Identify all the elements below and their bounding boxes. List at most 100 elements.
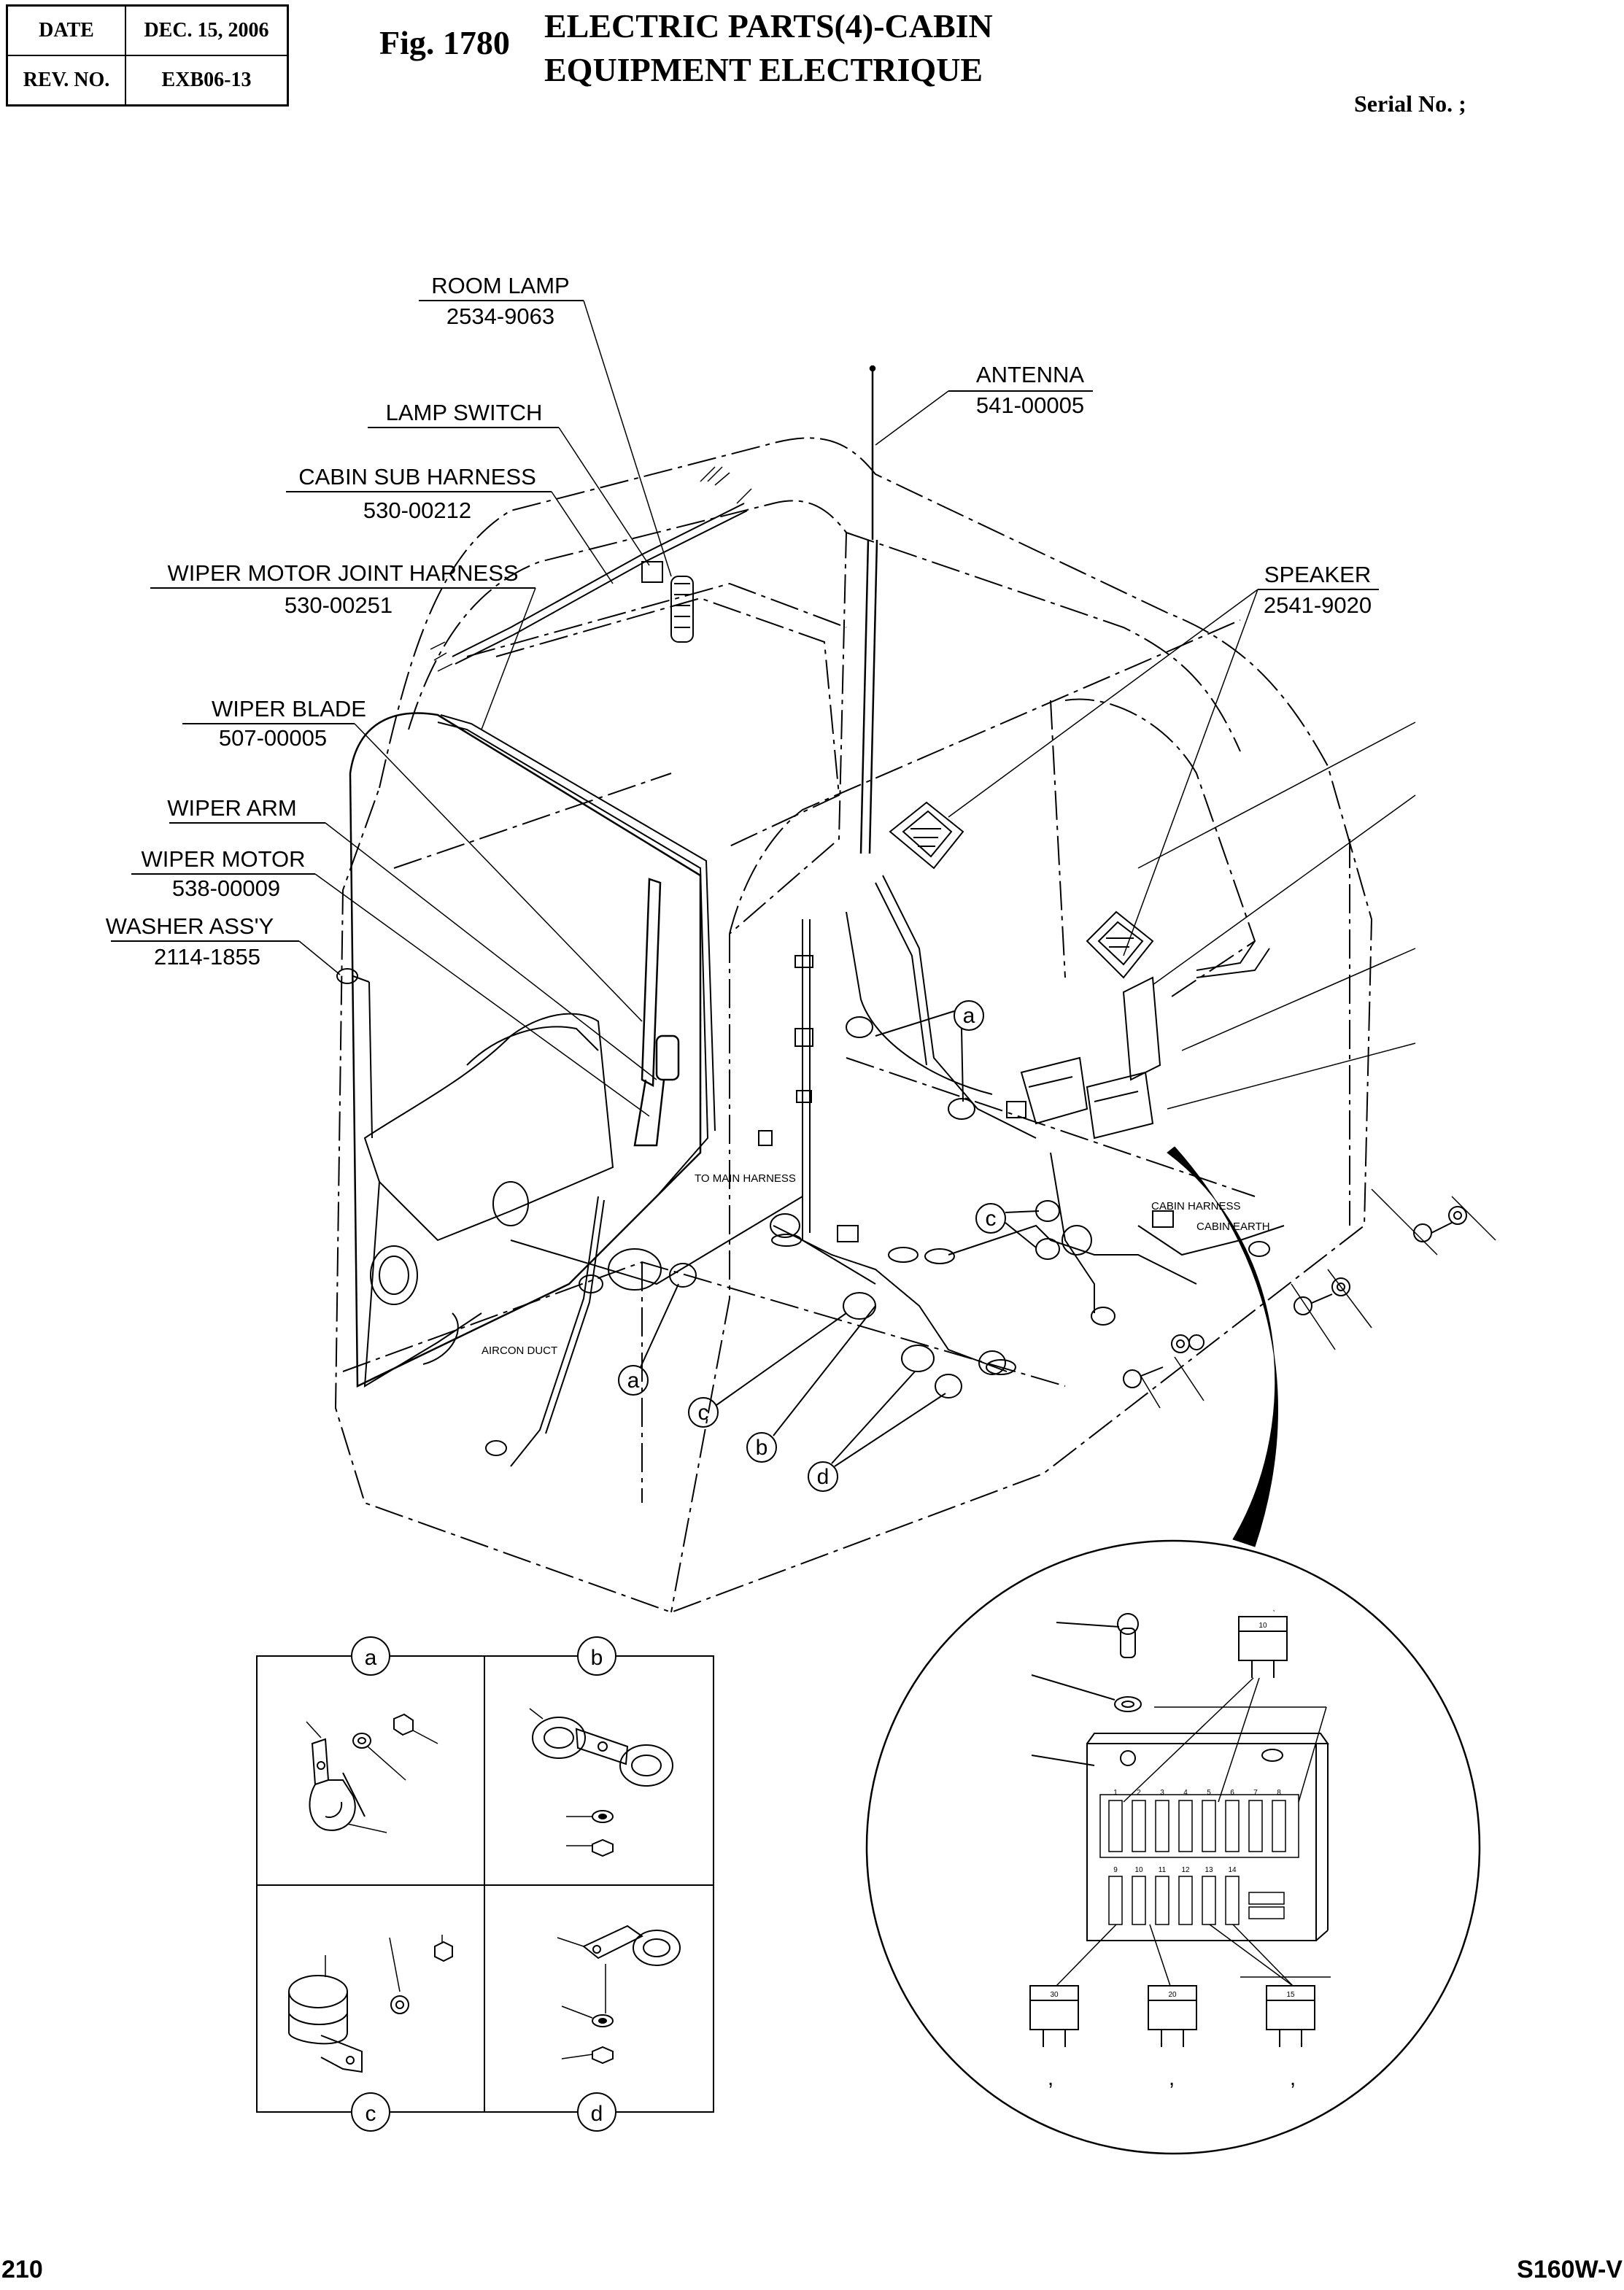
- callout-label: WIPER ARM: [167, 795, 296, 821]
- cabin-outline: [334, 437, 1373, 1614]
- figure-title: ELECTRIC PARTS(4)-CABIN EQUIPMENT ELECTR…: [544, 4, 993, 92]
- fuse-slot-number: 14: [1228, 1866, 1237, 1874]
- unlabeled-leaders: [1137, 722, 1496, 1409]
- rev-value: EXB06-13: [125, 55, 289, 107]
- spare-fuse-10: 10 ,: [1238, 1605, 1288, 1678]
- fuse-slot-number: 6: [1230, 1789, 1234, 1797]
- marker-c-lower: c: [698, 1401, 709, 1425]
- fuse-detail-view: 1 2 3 4 5 6 7 8 9 10 11 12 13 14 10: [865, 1539, 1481, 2155]
- callout-part-number: 2114-1855: [154, 944, 260, 970]
- callout-label: ANTENNA: [976, 362, 1084, 387]
- aircon-duct-label: AIRCON DUCT: [482, 1345, 557, 1357]
- marker-c-upper: c: [986, 1207, 997, 1231]
- fuse-rating: 20: [1168, 1991, 1177, 1999]
- callout-label: CABIN SUB HARNESS: [298, 464, 536, 490]
- cabin-sub-harness: [437, 503, 1285, 1467]
- clamp-d: [582, 1925, 681, 2065]
- speaker-left: [889, 801, 964, 870]
- fuse-slots-top: [1099, 1794, 1299, 1858]
- cabin-harness-label: CABIN HARNESS: [1151, 1200, 1241, 1212]
- callout-part-number: 530-00251: [285, 592, 393, 618]
- detail-label-b: b: [591, 1646, 603, 1670]
- callout-wiper-motor: WIPER MOTOR 538-00009: [131, 846, 650, 1117]
- title-line-1: ELECTRIC PARTS(4)-CABIN: [544, 7, 993, 45]
- clamp-detail-grid: a b c d: [256, 1636, 714, 2132]
- fuse-slot-number: 4: [1183, 1789, 1188, 1797]
- fuse-slot-number: 3: [1160, 1789, 1164, 1797]
- callout-cabin-sub-harness: CABIN SUB HARNESS 530-00212: [286, 464, 614, 584]
- fuse-rating: 10: [1258, 1622, 1267, 1630]
- callout-label: WIPER MOTOR: [141, 846, 305, 872]
- spare-fuse-15: 15 ,: [1266, 1985, 1315, 2090]
- callout-label: LAMP SWITCH: [386, 400, 543, 425]
- fuse-rating: 30: [1050, 1991, 1059, 1999]
- marker-b: b: [756, 1436, 768, 1460]
- callout-label: WIPER BLADE: [212, 696, 366, 722]
- speaker-right: [1086, 910, 1154, 979]
- clamp-a: [309, 1713, 414, 1831]
- fuse-slot-number: 1: [1113, 1789, 1118, 1797]
- callout-antenna: ANTENNA 541-00005: [875, 362, 1093, 446]
- callout-part-number: 2534-9063: [446, 303, 554, 329]
- callout-part-number: 2541-9020: [1264, 592, 1372, 618]
- callout-room-lamp: ROOM LAMP 2534-9063: [419, 273, 672, 577]
- antenna: [859, 365, 878, 854]
- callout-part-number: 541-00005: [976, 392, 1084, 418]
- callout-wiper-motor-joint-harness: WIPER MOTOR JOINT HARNESS 530-00251: [150, 560, 536, 730]
- spare-fuse-20: 20 ,: [1148, 1985, 1197, 2090]
- reference-markers: a c a c b d: [618, 1000, 1040, 1492]
- fuse-slot-number: 11: [1159, 1866, 1167, 1874]
- callout-label: WIPER MOTOR JOINT HARNESS: [167, 560, 518, 586]
- detail-pointer: [1167, 1146, 1278, 1547]
- wiper-assembly: [633, 878, 680, 1147]
- rev-label: REV. NO.: [6, 55, 126, 107]
- detail-label-d: d: [591, 2102, 603, 2126]
- room-lamp: [641, 561, 694, 643]
- left-console: [363, 1013, 614, 1388]
- clamps-and-connectors: [336, 955, 1270, 1456]
- to-main-harness-label: TO MAIN HARNESS: [695, 1172, 796, 1185]
- fuse-comma: ,: [1169, 2066, 1175, 2090]
- date-value: DEC. 15, 2006: [125, 4, 289, 56]
- fuse-rating: 15: [1286, 1991, 1295, 1999]
- screws: [1123, 1206, 1467, 1388]
- callout-speaker: SPEAKER 2541-9020: [948, 562, 1379, 956]
- fuse-box-main: [1020, 976, 1161, 1140]
- revision-table: DATE DEC. 15, 2006 REV. NO. EXB06-13: [6, 4, 289, 107]
- marker-a-lower: a: [627, 1369, 640, 1393]
- callout-wiper-blade: WIPER BLADE 507-00005: [182, 696, 643, 1022]
- fuse-slot-number: 12: [1181, 1866, 1190, 1874]
- fuse-slot-number: 5: [1207, 1789, 1211, 1797]
- fuse-comma: ,: [1273, 1605, 1275, 1613]
- clamp-c: [288, 1941, 453, 2073]
- fuse-slot-number: 9: [1113, 1866, 1118, 1874]
- fuse-slots-bottom: [1108, 1876, 1285, 1925]
- callout-wiper-arm: WIPER ARM: [167, 795, 657, 1080]
- marker-a-upper: a: [963, 1004, 975, 1028]
- fuse-comma: ,: [1048, 2066, 1053, 2090]
- fuse-slot-number: 8: [1277, 1789, 1281, 1797]
- fuse-slot-number: 10: [1134, 1866, 1143, 1874]
- model-number: S160W-V: [1517, 2256, 1623, 2283]
- callout-part-number: 507-00005: [219, 725, 327, 751]
- fuse-slot-number: 7: [1253, 1789, 1258, 1797]
- callout-washer-assy: WASHER ASS'Y 2114-1855: [106, 913, 341, 975]
- fuse-slot-number: 2: [1137, 1789, 1141, 1797]
- date-label: DATE: [6, 4, 126, 56]
- title-line-2: EQUIPMENT ELECTRIQUE: [544, 51, 983, 88]
- spare-fuse-30: 30 ,: [1029, 1985, 1079, 2090]
- detail-label-a: a: [365, 1646, 377, 1670]
- callout-label: SPEAKER: [1264, 562, 1371, 587]
- callout-lamp-switch: LAMP SWITCH: [368, 400, 650, 566]
- marker-d: d: [817, 1465, 830, 1489]
- callout-part-number: 530-00212: [363, 498, 471, 523]
- page-number: 210: [1, 2256, 43, 2283]
- detail-label-c: c: [366, 2102, 376, 2126]
- fuse-comma: ,: [1290, 2066, 1296, 2090]
- figure-number: Fig. 1780: [379, 24, 510, 61]
- fuse-slot-number: 13: [1205, 1866, 1213, 1874]
- callout-label: ROOM LAMP: [431, 273, 569, 298]
- harness-end-wires: [430, 466, 752, 672]
- callout-label: WASHER ASS'Y: [106, 913, 274, 939]
